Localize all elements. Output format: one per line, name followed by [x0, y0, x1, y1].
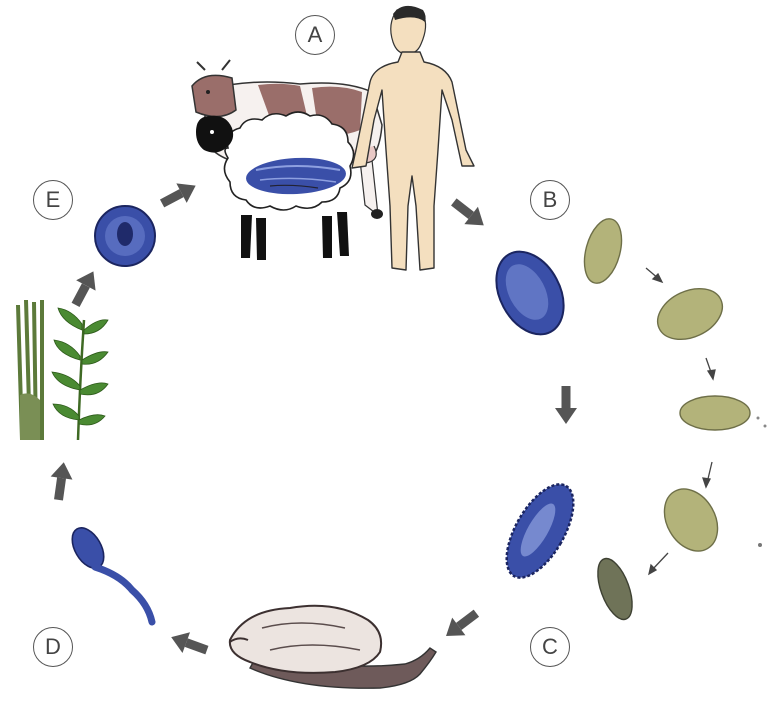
- arrow-icon: [157, 176, 201, 213]
- cercaria: [66, 522, 152, 622]
- label-a: A: [295, 15, 335, 55]
- arrow-icon: [66, 266, 103, 310]
- label-b: B: [530, 180, 570, 220]
- arrow-icon: [555, 386, 577, 424]
- label-e: E: [33, 180, 73, 220]
- sheep-figure: [196, 112, 354, 260]
- label-c: C: [530, 627, 570, 667]
- egg-1: [578, 215, 628, 288]
- egg-in-host: [483, 240, 577, 346]
- metacercaria: [95, 206, 155, 266]
- miracidium: [493, 474, 587, 588]
- egg-3: [680, 396, 750, 430]
- egg-2: [649, 279, 730, 349]
- egg-4: [654, 479, 729, 560]
- arrow-icon: [48, 461, 75, 502]
- egg-5: [591, 554, 639, 624]
- arrow-icon: [439, 604, 483, 644]
- arrow-icon: [447, 193, 490, 234]
- plant-figure: [18, 300, 108, 440]
- arrow-icon: [167, 627, 210, 661]
- label-d: D: [33, 627, 73, 667]
- egg-development-series: [578, 215, 766, 624]
- snail-figure: [230, 606, 436, 688]
- human-figure: [352, 6, 474, 270]
